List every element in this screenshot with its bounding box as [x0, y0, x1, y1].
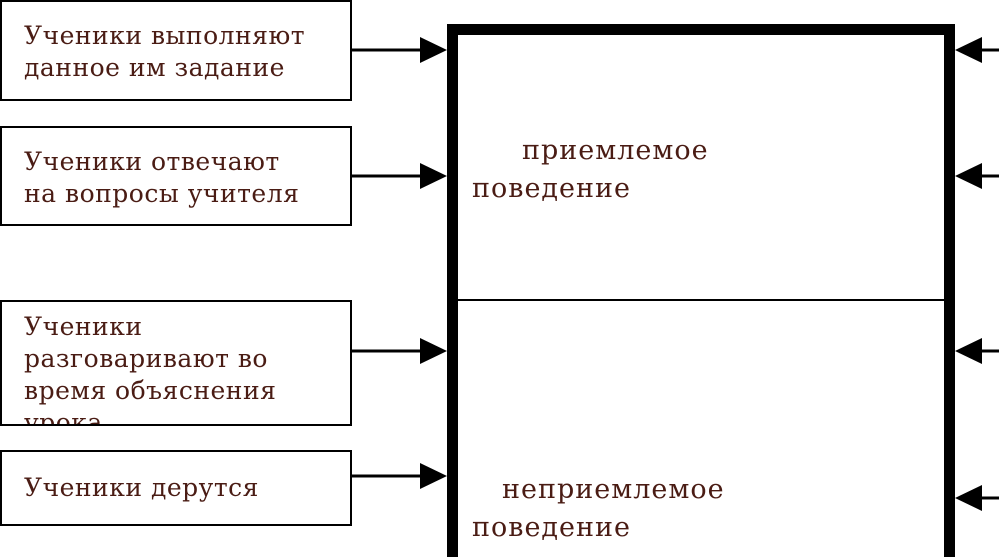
arrow-right-4: [955, 485, 999, 511]
unacceptable-zone-line1: неприемлемое: [502, 474, 725, 505]
acceptable-zone-line2: поведение: [472, 173, 632, 204]
input-box-task: Ученики выполняют данное им задание: [0, 0, 352, 101]
unacceptable-zone-line2: поведение: [472, 512, 632, 543]
input-label-answers: Ученики отвечают на вопросы учителя: [24, 147, 300, 208]
input-box-fighting: Ученики дерутся: [0, 450, 352, 526]
input-label-fighting: Ученики дерутся: [24, 473, 259, 502]
input-box-answers: Ученики отвечают на вопросы учителя: [0, 126, 352, 226]
zone-divider: [458, 299, 944, 301]
input-label-task: Ученики выполняют данное им задание: [24, 21, 306, 82]
acceptable-zone-line1: приемлемое: [522, 135, 709, 166]
arrow-answers: [352, 163, 447, 189]
arrow-right-1: [955, 37, 999, 63]
input-box-talking: Ученики разговаривают во время объяснени…: [0, 300, 352, 426]
arrow-right-3: [955, 338, 999, 364]
arrow-fighting: [352, 463, 447, 489]
input-label-talking: Ученики разговаривают во время объяснени…: [24, 312, 277, 426]
behavior-frame: [447, 24, 955, 557]
arrow-talking: [352, 338, 447, 364]
arrow-right-2: [955, 163, 999, 189]
arrow-task: [352, 37, 447, 63]
